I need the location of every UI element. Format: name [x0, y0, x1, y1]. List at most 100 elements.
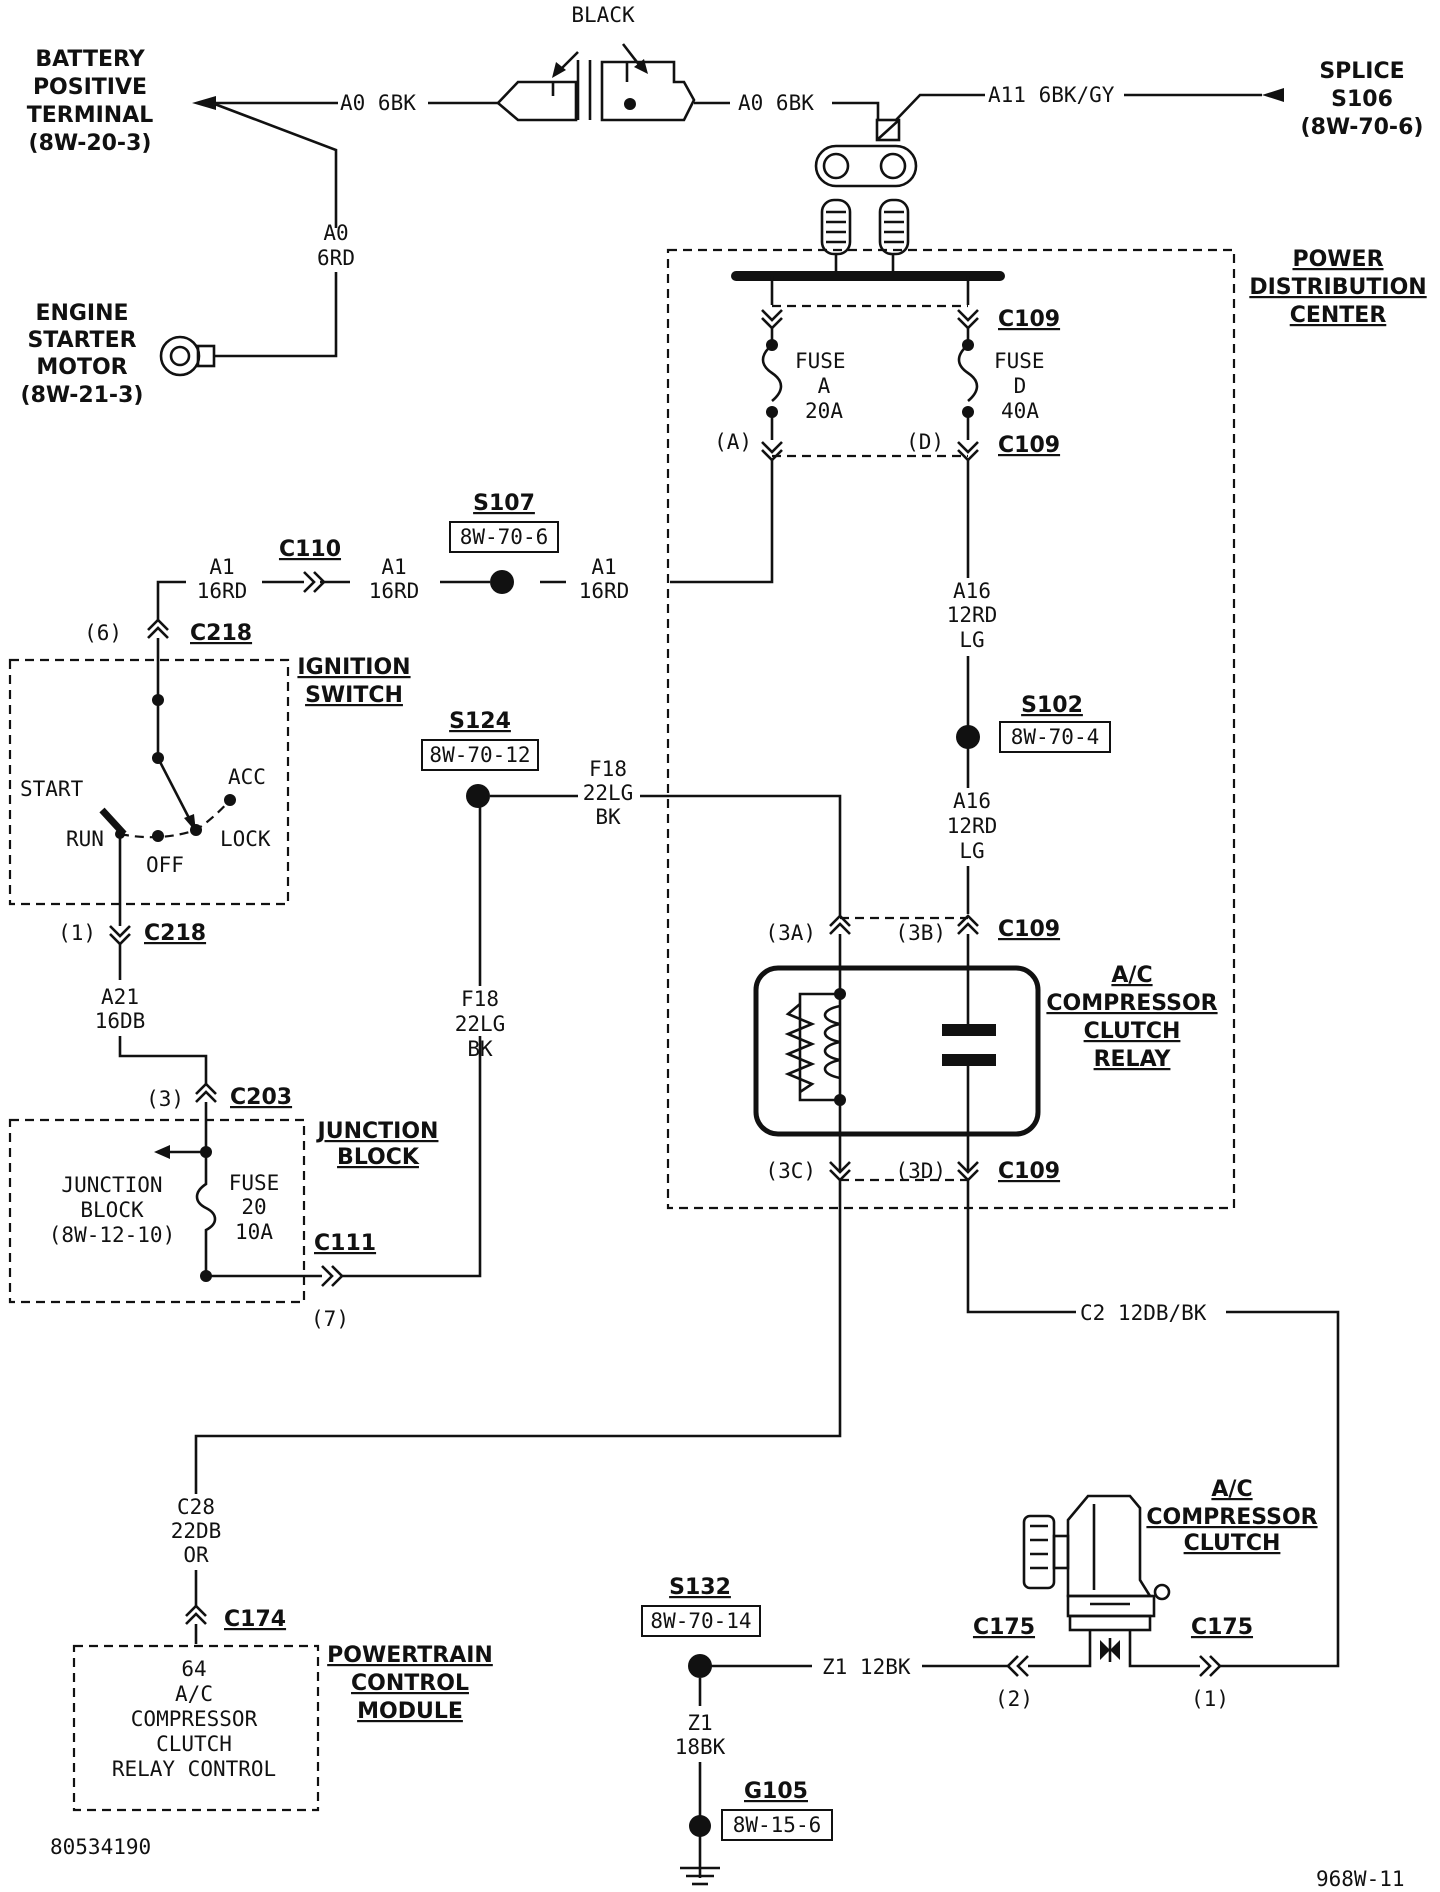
svg-text:A16: A16 [953, 579, 991, 603]
svg-text:(3C): (3C) [765, 1159, 816, 1183]
svg-text:A1: A1 [209, 555, 234, 579]
svg-text:(8W-20-3): (8W-20-3) [29, 131, 152, 156]
svg-text:(A): (A) [714, 430, 752, 454]
pcm-label: POWERTRAIN CONTROL MODULE [327, 1643, 493, 1724]
battery-label: BATTERY POSITIVE TERMINAL (8W-20-3) [27, 47, 154, 156]
svg-text:C218: C218 [144, 921, 206, 946]
svg-text:8W-70-6: 8W-70-6 [460, 525, 549, 549]
relay-label: A/C COMPRESSOR CLUTCH RELAY [1046, 963, 1217, 1072]
svg-text:CLUTCH: CLUTCH [1184, 1531, 1281, 1556]
ac-compressor-clutch-relay [753, 934, 1041, 1170]
svg-text:A1: A1 [591, 555, 616, 579]
svg-text:16DB: 16DB [95, 1009, 146, 1033]
svg-text:8W-15-6: 8W-15-6 [733, 1813, 822, 1837]
svg-text:12RD: 12RD [947, 603, 998, 627]
svg-text:(3D): (3D) [895, 1159, 946, 1183]
svg-text:8W-70-12: 8W-70-12 [429, 743, 530, 767]
svg-text:(1): (1) [1191, 1687, 1229, 1711]
svg-text:6RD: 6RD [317, 246, 355, 270]
splice-s106-label: SPLICE S106 (8W-70-6) [1301, 59, 1424, 140]
svg-text:16RD: 16RD [369, 579, 420, 603]
svg-text:ENGINE: ENGINE [35, 301, 128, 326]
svg-text:POWER: POWER [1292, 247, 1383, 272]
battery-terminal-arrow [192, 96, 216, 110]
svg-text:S102: S102 [1021, 693, 1083, 718]
fuse-d: FUSE D 40A (D) [906, 276, 1045, 462]
svg-text:C175: C175 [973, 1615, 1035, 1640]
svg-text:FUSE: FUSE [994, 349, 1045, 373]
svg-text:CLUTCH: CLUTCH [156, 1732, 232, 1756]
svg-text:BLACK: BLACK [571, 3, 635, 27]
svg-text:MOTOR: MOTOR [36, 355, 127, 380]
svg-text:START: START [20, 777, 84, 801]
connector-c203: (3) C203 [146, 1082, 292, 1111]
svg-text:18BK: 18BK [675, 1735, 726, 1759]
svg-text:S124: S124 [449, 709, 511, 734]
connector-c174: C174 [185, 1604, 286, 1632]
wire-label: C2 12DB/BK [1080, 1301, 1207, 1325]
svg-text:BK: BK [467, 1037, 493, 1061]
connector-c218-bottom: (1) C218 [58, 921, 206, 946]
svg-text:(D): (D) [906, 430, 944, 454]
svg-text:12RD: 12RD [947, 814, 998, 838]
svg-text:16RD: 16RD [197, 579, 248, 603]
svg-text:(8W-70-6): (8W-70-6) [1301, 115, 1424, 140]
connector-c175-right: C175 (1) [1191, 1615, 1253, 1711]
svg-text:SWITCH: SWITCH [305, 683, 403, 708]
svg-text:MODULE: MODULE [357, 1699, 463, 1724]
svg-text:C109: C109 [998, 1159, 1060, 1184]
wire-label: A11 6BK/GY [988, 83, 1115, 107]
svg-text:COMPRESSOR: COMPRESSOR [131, 1707, 258, 1731]
svg-text:RELAY: RELAY [1094, 1047, 1172, 1072]
svg-text:BATTERY: BATTERY [35, 47, 145, 72]
splice-s124 [466, 784, 490, 808]
svg-text:22DB: 22DB [171, 1519, 222, 1543]
svg-text:FUSE: FUSE [795, 349, 846, 373]
svg-text:(8W-12-10): (8W-12-10) [49, 1223, 175, 1247]
svg-text:A: A [818, 374, 831, 398]
svg-text:RUN: RUN [66, 827, 104, 851]
ground-g105 [689, 1815, 711, 1837]
ignition-switch-outline [8, 658, 290, 906]
svg-text:A1: A1 [381, 555, 406, 579]
connector-c109-fuse: C109 [998, 433, 1060, 458]
svg-text:S106: S106 [1331, 87, 1393, 112]
svg-text:F18: F18 [589, 757, 627, 781]
svg-text:LG: LG [959, 839, 984, 863]
connector-c218-top: (6) C218 [84, 618, 252, 646]
svg-text:40A: 40A [1001, 399, 1039, 423]
svg-text:LG: LG [959, 628, 984, 652]
wire-label: A0 6BK [340, 91, 416, 115]
figure-id: 968W-11 [1316, 1867, 1405, 1891]
svg-text:C203: C203 [230, 1085, 292, 1110]
junction-block-label: JUNCTION BLOCK [316, 1119, 439, 1170]
starter-terminal-icon [159, 335, 216, 377]
svg-text:TERMINAL: TERMINAL [27, 103, 154, 128]
svg-text:C109: C109 [998, 917, 1060, 942]
starter-label: ENGINE STARTER MOTOR (8W-21-3) [21, 301, 144, 408]
svg-text:ACC: ACC [228, 765, 266, 789]
svg-text:OR: OR [183, 1543, 209, 1567]
relay-connector-bottom: (3C) (3D) C109 [765, 1159, 1060, 1184]
svg-text:BLOCK: BLOCK [337, 1145, 420, 1170]
svg-text:CENTER: CENTER [1290, 303, 1387, 328]
svg-text:22LG: 22LG [583, 781, 634, 805]
splice-s107 [490, 570, 514, 594]
svg-text:BK: BK [595, 805, 621, 829]
svg-text:(6): (6) [84, 621, 122, 645]
svg-text:(3A): (3A) [765, 921, 816, 945]
fuse-a: FUSE A 20A (A) [714, 276, 968, 574]
svg-text:20A: 20A [805, 399, 843, 423]
svg-text:(2): (2) [995, 1687, 1033, 1711]
clutch-label: A/C COMPRESSOR CLUTCH [1146, 1477, 1317, 1556]
svg-text:C111: C111 [314, 1231, 376, 1256]
svg-text:CONTROL: CONTROL [351, 1671, 469, 1696]
svg-text:A/C: A/C [1211, 1477, 1252, 1502]
connector-c109-top: C109 [998, 307, 1060, 332]
svg-text:C28: C28 [177, 1495, 215, 1519]
svg-text:(8W-21-3): (8W-21-3) [21, 383, 144, 408]
svg-text:C175: C175 [1191, 1615, 1253, 1640]
svg-text:A0: A0 [323, 221, 348, 245]
svg-text:COMPRESSOR: COMPRESSOR [1046, 991, 1217, 1016]
svg-text:16RD: 16RD [579, 579, 630, 603]
